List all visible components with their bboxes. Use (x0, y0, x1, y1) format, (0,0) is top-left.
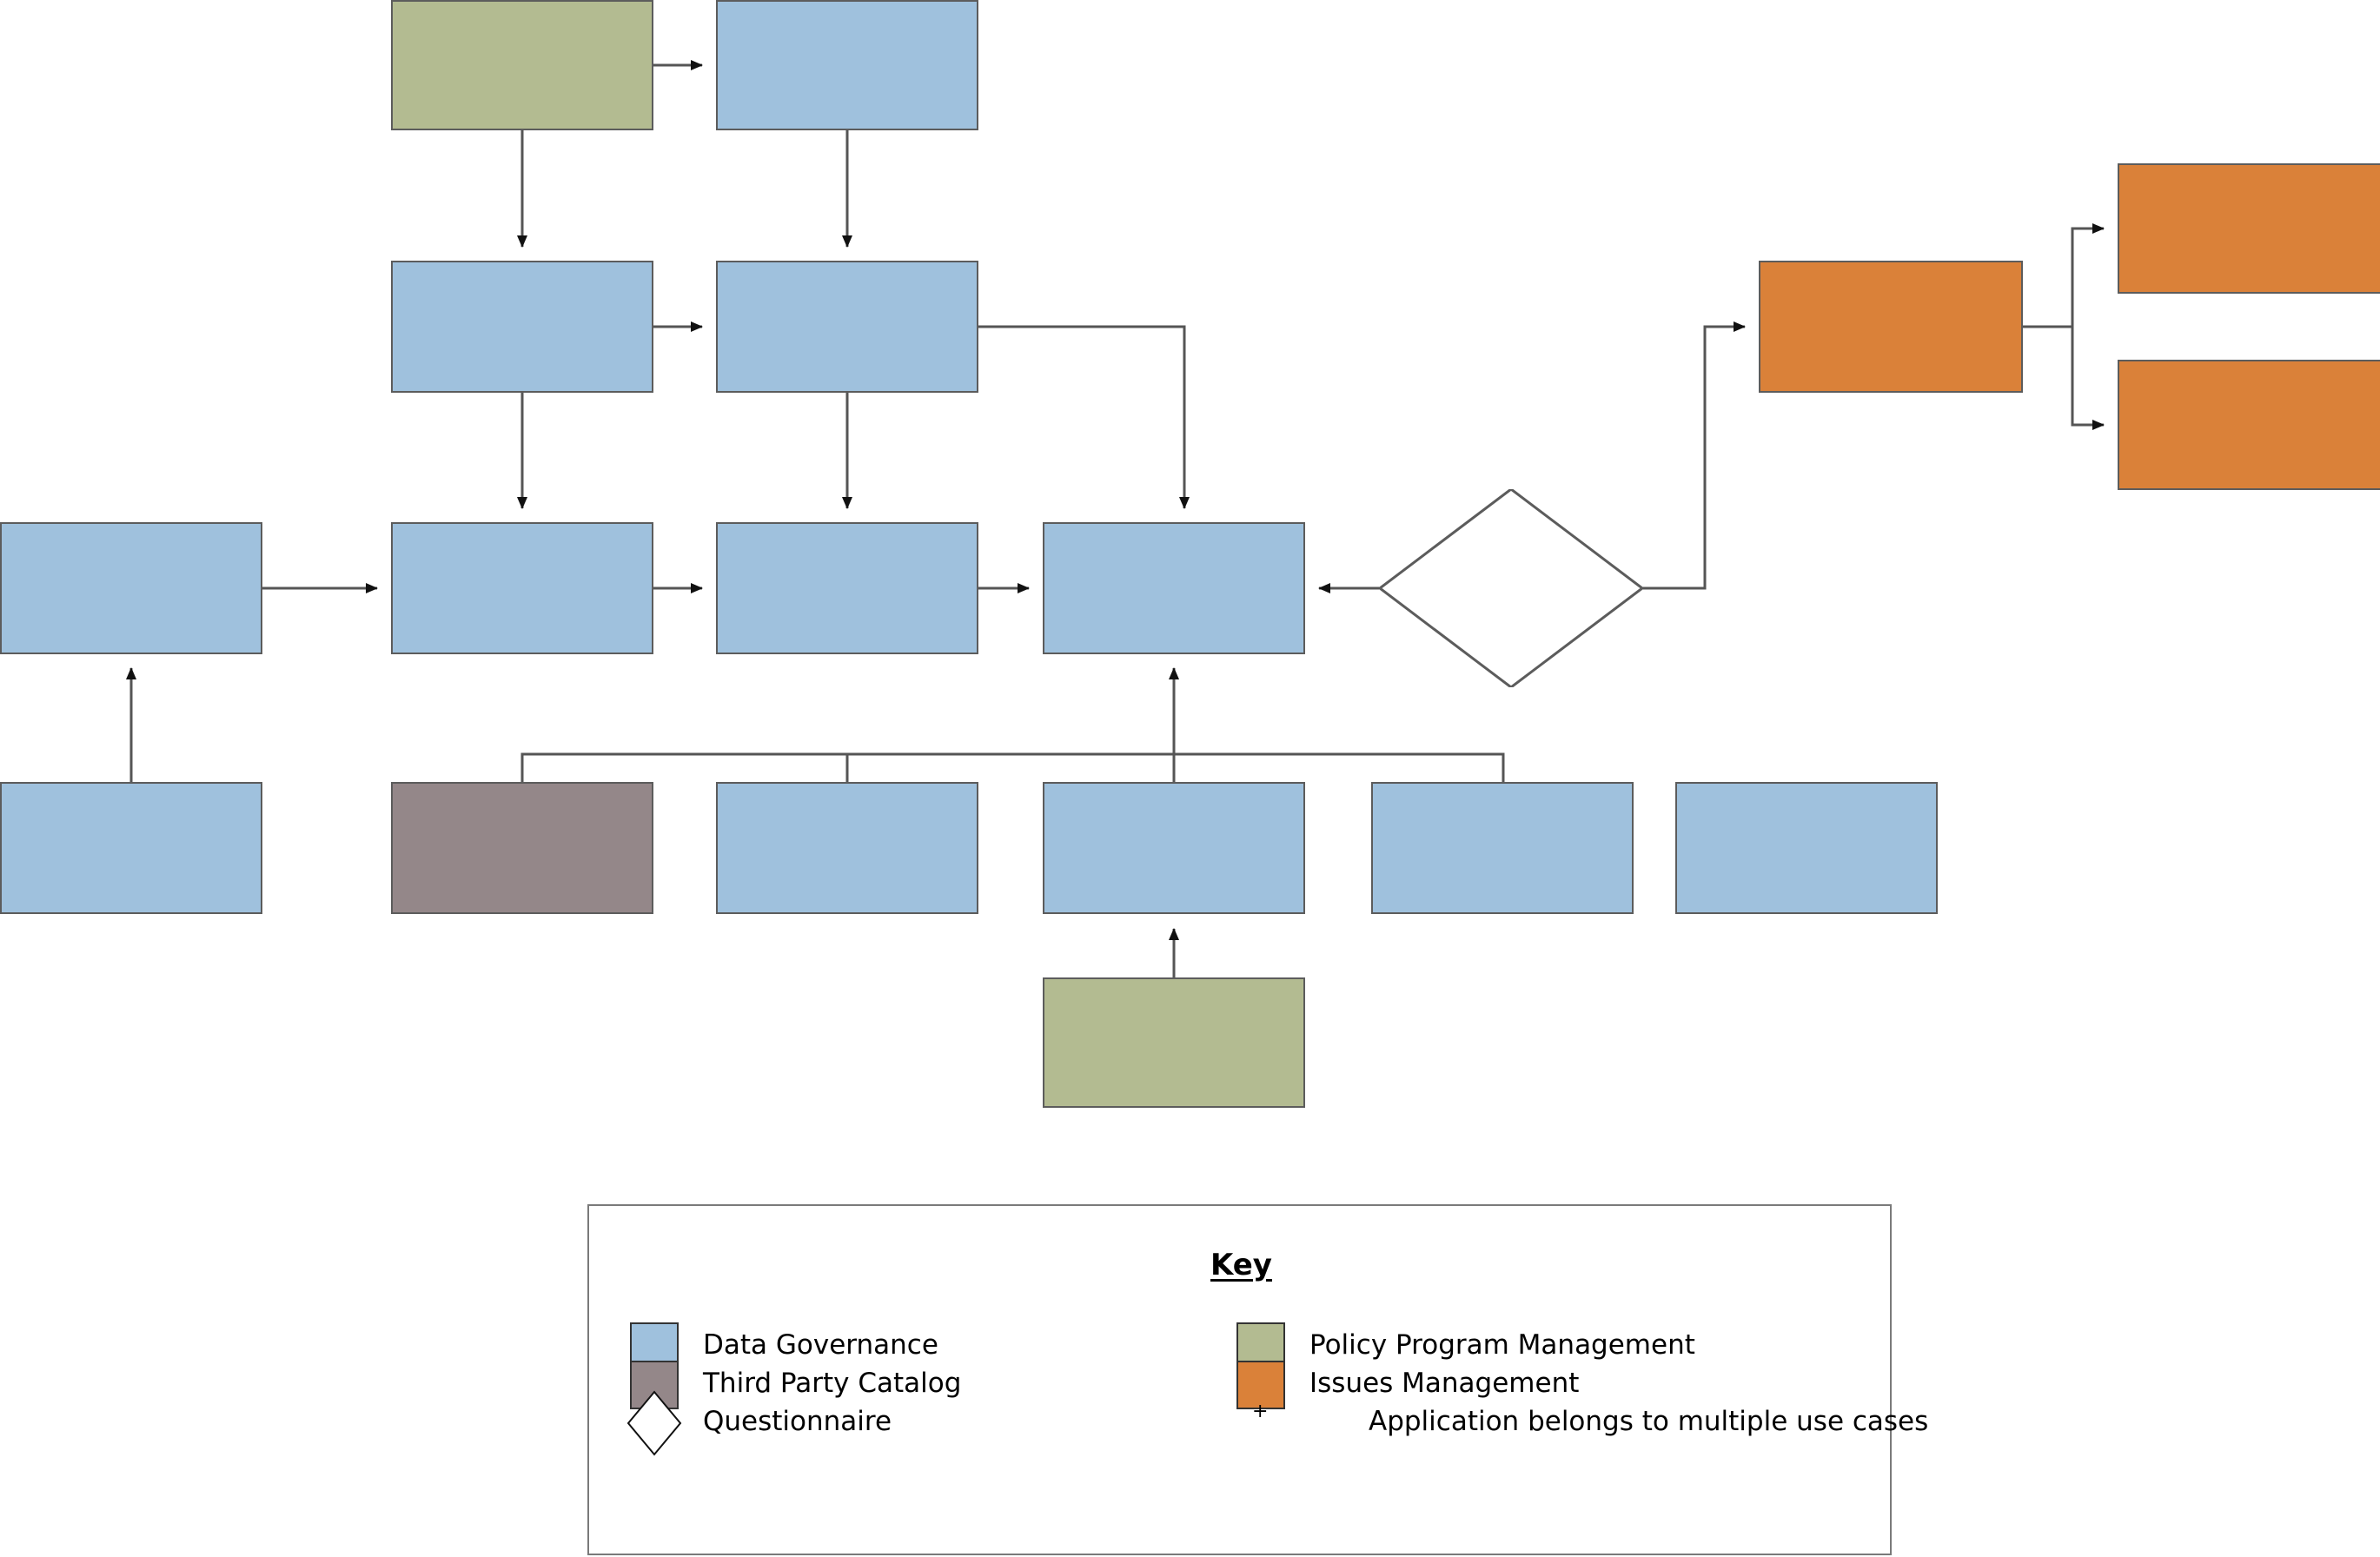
key-label-data-governance: Data Governance (703, 1329, 938, 1361)
node-business-processes[interactable] (716, 522, 978, 654)
key-title: Key (1210, 1248, 1272, 1282)
edge-bottom-bus (520, 752, 1505, 782)
key-label-policy-program-management: Policy Program Management (1309, 1329, 1695, 1361)
edge-findings-to-remediation-plans (2023, 223, 2105, 328)
node-retention-schedules[interactable] (716, 0, 978, 130)
node-contacts[interactable] (1043, 782, 1305, 914)
key-label-third-party-catalog: Third Party Catalog (703, 1368, 962, 1399)
node-privacy-roles[interactable] (1371, 782, 1634, 914)
node-devices[interactable] (0, 522, 262, 654)
key-swatch-issues-management (1236, 1361, 1285, 1409)
node-applications[interactable] (391, 522, 653, 654)
node-control-procedures[interactable] (716, 782, 978, 914)
diamond-shape (1380, 489, 1642, 687)
edge-findings-to-exception-requests (2023, 325, 2105, 430)
node-exception-requests[interactable] (2118, 360, 2380, 490)
node-facilities[interactable] (0, 782, 262, 914)
edge-article30-to-findings (1642, 321, 1746, 590)
key-label-issues-management: Issues Management (1309, 1368, 1580, 1399)
node-third-party-profile[interactable] (391, 782, 653, 914)
node-information-assets[interactable] (716, 261, 978, 393)
node-processing-activities[interactable] (1043, 522, 1305, 654)
diamond-icon (626, 1390, 682, 1456)
node-findings[interactable] (1759, 261, 2023, 393)
key-label-questionnaire: Questionnaire (703, 1406, 892, 1437)
key-swatch-questionnaire (626, 1390, 682, 1456)
node-question-library[interactable] (1675, 782, 1938, 914)
edge-information-assets-to-processing (978, 325, 1190, 509)
key-legend-box: Key Data Governance Policy Program Manage… (587, 1204, 1928, 1555)
node-article-30-checklist[interactable] (1380, 489, 1642, 687)
node-authoritative-sources[interactable] (1043, 977, 1305, 1108)
key-label-multiple-use-cases: Application belongs to multiple use case… (1369, 1406, 1929, 1437)
node-notice-consent-library[interactable] (391, 261, 653, 393)
node-remediation-plans[interactable] (2118, 163, 2380, 294)
node-policies[interactable] (391, 0, 653, 130)
key-swatch-multiple-use-cases: + (1252, 1401, 1269, 1422)
